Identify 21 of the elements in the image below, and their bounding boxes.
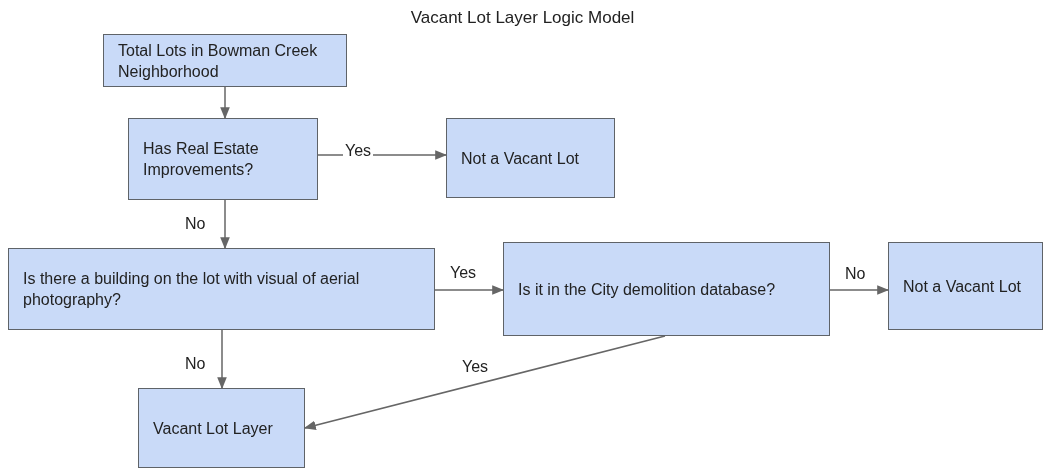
box-text: Not a Vacant Lot (903, 276, 1021, 297)
process-box (503, 242, 830, 336)
box-text: Is there a building on the lot with visual of aerial photography? (23, 269, 361, 310)
box-text: Vacant Lot Layer (153, 418, 273, 439)
process-box (138, 388, 305, 468)
arrow (434, 285, 505, 295)
process-box (8, 248, 435, 330)
arrow (220, 86, 230, 120)
process-box (446, 118, 615, 198)
arrow (217, 329, 227, 390)
arrow (303, 335, 666, 430)
box-text: Total Lots in Bowman Creek Neighborhood (118, 40, 319, 82)
process-box (128, 118, 318, 200)
box-text: Has Real Estate Improvements? (143, 139, 260, 180)
arrow (220, 199, 230, 250)
process-box (103, 34, 347, 87)
diagram-title: Vacant Lot Layer Logic Model (410, 8, 635, 28)
arrow (829, 285, 890, 295)
box-text: Is it in the City demolition database? (518, 279, 776, 300)
process-box (888, 242, 1043, 330)
box-text: Not a Vacant Lot (461, 148, 579, 169)
